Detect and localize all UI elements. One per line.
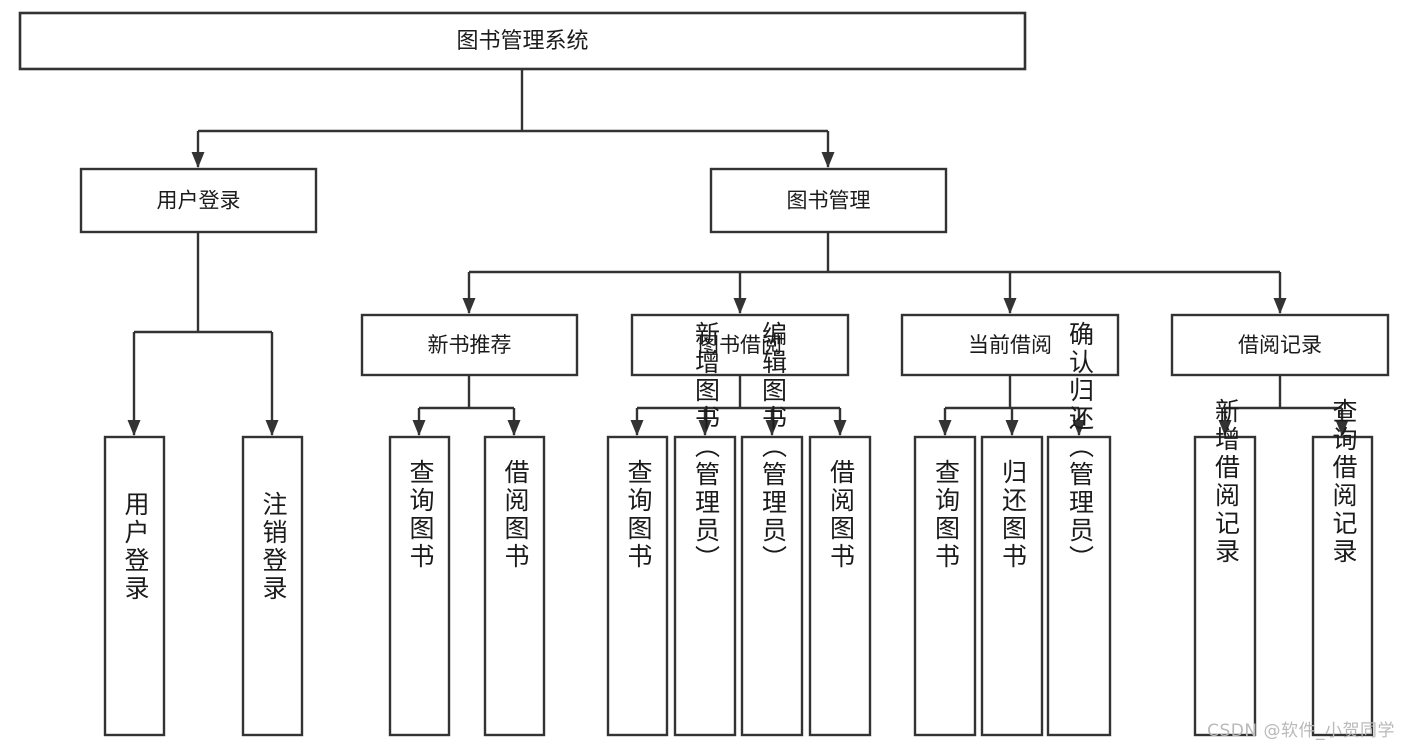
connector-lines: [127, 69, 1349, 436]
connector-borrow-record-to-leaves: [1218, 375, 1349, 436]
leaf-node-11[interactable]: 新增借阅记录: [1193, 398, 1257, 737]
csdn-watermark: CSDN @软件_小贺同学: [1207, 721, 1395, 741]
leaf-node-5[interactable]: 新增图书（管理员）: [673, 321, 737, 737]
leaf-node-8-label: 查询图书: [932, 459, 961, 571]
leaf-node-1-label: 注销登录: [259, 491, 288, 603]
connector-book-mgmt-to-level3: [462, 232, 1287, 314]
level3-node-1[interactable]: 图书借阅: [630, 313, 850, 377]
leaf-node-6-label: 编辑图书（管理员）: [759, 321, 788, 573]
leaf-node-12-label: 查询借阅记录: [1329, 398, 1358, 566]
leaf-node-3-label: 借阅图书: [501, 459, 530, 571]
leaf-node-7-label: 借阅图书: [827, 459, 856, 571]
level3-node-2-label: 当前借阅: [968, 333, 1052, 357]
leaf-node-8[interactable]: 查询图书: [913, 435, 977, 737]
leaf-node-1[interactable]: 注销登录: [241, 435, 304, 737]
leaf-node-6[interactable]: 编辑图书（管理员）: [740, 321, 804, 737]
connector-current-borrow-to-leaves: [938, 375, 1086, 436]
connector-root-to-level2: [191, 69, 835, 168]
leaf-node-2[interactable]: 查询图书: [388, 435, 451, 737]
root-node[interactable]: 图书管理系统: [18, 11, 1027, 71]
level3-node-3-label: 借阅记录: [1238, 333, 1322, 357]
leaf-node-12[interactable]: 查询借阅记录: [1311, 398, 1374, 737]
level2-node-1-label: 图书管理: [787, 189, 871, 213]
level3-node-2[interactable]: 当前借阅: [900, 313, 1120, 377]
level2-node-0[interactable]: 用户登录: [79, 167, 318, 234]
leaf-node-0[interactable]: 用户登录: [103, 435, 166, 737]
leaf-node-5-label: 新增图书（管理员）: [692, 321, 721, 573]
leaf-node-9[interactable]: 归还图书: [980, 435, 1044, 737]
leaf-node-9-label: 归还图书: [999, 459, 1028, 571]
leaf-node-11-label: 新增借阅记录: [1212, 398, 1241, 566]
leaf-node-10[interactable]: 确认归还（管理员）: [1046, 321, 1112, 737]
connector-user-login-to-leaves: [127, 232, 279, 436]
level3-node-0-label: 新书推荐: [428, 333, 512, 357]
connector-new-book-to-leaves: [412, 375, 521, 436]
leaf-node-3[interactable]: 借阅图书: [483, 435, 546, 737]
leaf-node-4[interactable]: 查询图书: [606, 435, 669, 737]
leaf-node-2-label: 查询图书: [406, 459, 435, 571]
root-node-label: 图书管理系统: [456, 29, 588, 54]
level3-node-0[interactable]: 新书推荐: [360, 313, 579, 377]
leaf-node-4-label: 查询图书: [624, 459, 653, 571]
level3-node-1-label: 图书借阅: [698, 333, 782, 357]
level3-node-3[interactable]: 借阅记录: [1170, 313, 1390, 377]
leaf-node-7[interactable]: 借阅图书: [808, 435, 872, 737]
level2-node-1[interactable]: 图书管理: [709, 167, 948, 234]
node-boxes: 图书管理系统用户登录图书管理新书推荐图书借阅当前借阅借阅记录用户登录注销登录查询…: [18, 11, 1390, 737]
connector-book-borrow-to-leaves: [630, 375, 847, 436]
leaf-node-0-label: 用户登录: [121, 491, 150, 603]
leaf-node-10-label: 确认归还（管理员）: [1066, 321, 1095, 573]
level2-node-0-label: 用户登录: [157, 189, 241, 213]
